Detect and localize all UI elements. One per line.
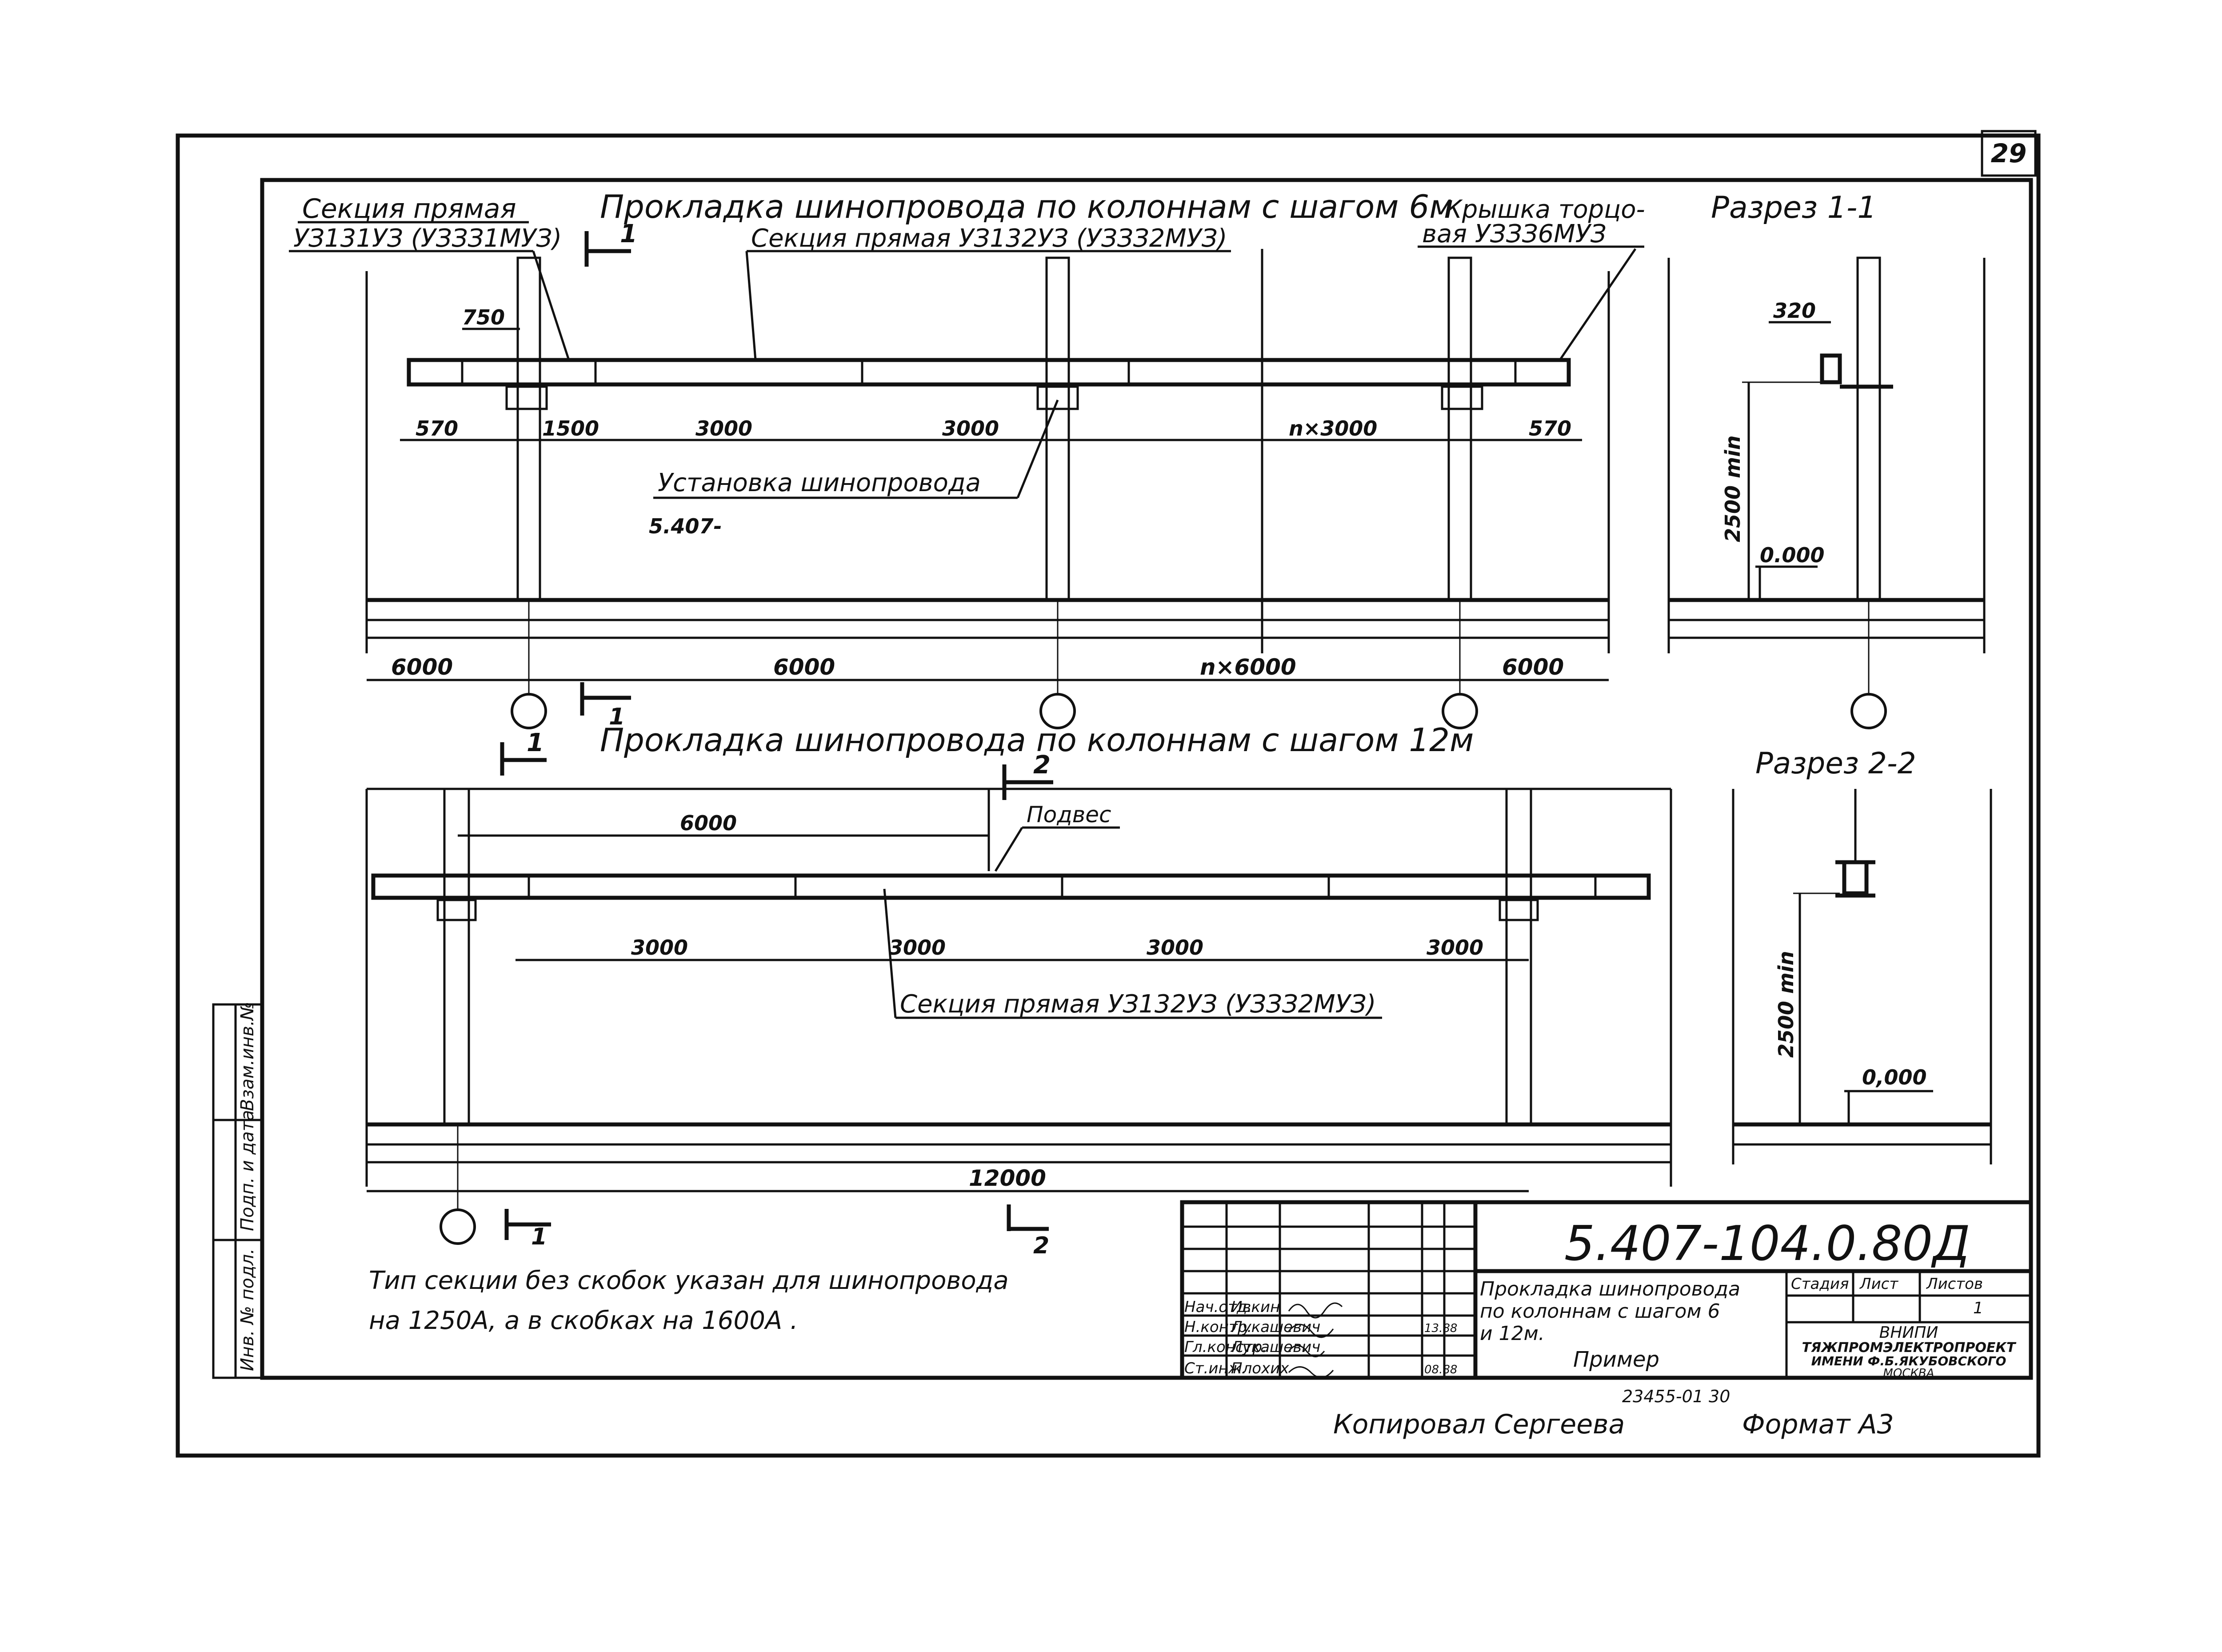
section-1-dim-2500: 2500 min [1721, 436, 1745, 543]
tb-org-2: ТЯЖПРОМЭЛЕКТРОПРОЕКТ [1802, 1340, 2017, 1356]
top-view: Прокладка шинопровода по колоннам с шаго… [289, 188, 1645, 730]
tb-col-stage: Стадия [1791, 1275, 1849, 1293]
tb-role-2: Н.контр. [1184, 1318, 1252, 1336]
label-section-straight-1b: УЗ131УЗ (УЗЗЗ1МУЗ) [293, 224, 562, 253]
tb-col-sheet: Лист [1859, 1275, 1898, 1293]
axis-bubble [440, 1208, 476, 1245]
inner-frame [260, 178, 2033, 1380]
tb-desc-1: Прокладка шинопровода [1480, 1278, 1740, 1300]
doc-code: 5.407-104.0.80Д [1564, 1216, 1970, 1272]
bottom-dim-3000-d: 3000 [1427, 936, 1483, 960]
section-2-level: 0,000 [1862, 1065, 1927, 1089]
axis-bubble [1442, 693, 1478, 729]
top-dim-n6000: n×6000 [1200, 654, 1296, 680]
note-line-2: на 1250А, а в скобках на 1600А . [369, 1306, 798, 1335]
label-section-straight-2: Секция прямая УЗ132УЗ (УЗЗЗ2МУЗ) [751, 224, 1227, 253]
dim-570-left: 570 [416, 416, 458, 440]
top-dim-6000-b: 6000 [773, 654, 835, 680]
axis-bubble [1039, 693, 1076, 729]
top-view-title: Прокладка шинопровода по колоннам с шаго… [600, 188, 1453, 225]
bottom-dim-6000: 6000 [680, 811, 737, 835]
dim-570-right: 570 [1529, 416, 1571, 440]
top-dim-3000-a: 3000 [695, 416, 752, 440]
tb-date-4: 08.88 [1424, 1363, 1457, 1376]
tb-org-1: ВНИПИ [1879, 1324, 1938, 1342]
top-busbar [407, 358, 1571, 387]
archive-no: 23455-01 30 [1622, 1387, 1730, 1406]
label-section-straight-bottom: Секция прямая УЗ132УЗ (УЗЗЗ2МУЗ) [900, 990, 1376, 1019]
label-hanger: Подвес [1027, 802, 1111, 828]
bottom-cut-mark-2-lower: 2 [1033, 1232, 1049, 1259]
title-block: Нач.отд. Н.контр. Гл.констр. Ст.инж. Ивк… [1180, 1200, 2033, 1380]
top-dim-n3000: n×3000 [1289, 416, 1377, 440]
top-cut-mark-label: 1 [620, 220, 637, 248]
dim-750: 750 [462, 305, 505, 329]
section-1-1: Разрез 1-1 320 2500 min 0.000 [1667, 190, 1986, 729]
label-install-1: Установка шинопровода [658, 468, 981, 497]
top-dim-3000-b: 3000 [942, 416, 999, 440]
note-line-1: Тип секции без скобок указан для шинопро… [369, 1266, 1009, 1295]
bottom-view-title: Прокладка шинопровода по колоннам с шаго… [600, 721, 1474, 759]
copied-by: Копировал Сергеева [1333, 1409, 1625, 1440]
section-1-dim-320: 320 [1773, 299, 1816, 323]
tb-name-2: Лукашевич [1230, 1318, 1320, 1336]
tb-desc-2: по колоннам с шагом 6 [1480, 1300, 1720, 1323]
side-stamp-cell-3: Инв. № подл. [237, 1248, 258, 1371]
label-end-cap-1: Крышка торцо- [1444, 195, 1645, 224]
bottom-dim-3000-c: 3000 [1147, 936, 1203, 960]
top-cut-mark-bottom: 1 [609, 704, 625, 730]
label-section-straight-1: Секция прямая [302, 193, 516, 224]
tb-date-2: 13.88 [1424, 1322, 1457, 1335]
top-columns [516, 249, 1472, 653]
outer-frame [176, 133, 2041, 1458]
tb-sheets-value: 1 [1973, 1299, 1983, 1317]
tb-name-3: Лукашевич [1230, 1338, 1320, 1356]
tb-role-3: Гл.констр. [1184, 1338, 1267, 1356]
section-1-level: 0.000 [1760, 543, 1825, 567]
section-2-2: Разрез 2-2 2500 min 0,000 [1732, 746, 1992, 1164]
tb-desc-4: Пример [1573, 1347, 1659, 1372]
tb-role-1: Нач.отд. [1184, 1298, 1252, 1316]
tb-org-3: ИМЕНИ Ф.Б.ЯКУБОВСКОГО [1811, 1354, 2006, 1368]
dim-1500: 1500 [542, 416, 599, 440]
tb-org-4: МОСКВА [1883, 1367, 1934, 1380]
label-install-2: 5.407- [649, 514, 722, 538]
section-2-dim-2500: 2500 min [1774, 951, 1798, 1058]
bottom-view: Прокладка шинопровода по колоннам с шаго… [365, 721, 1672, 1259]
label-end-cap-2: вая УЗЗЗ6МУЗ [1422, 220, 1607, 248]
bottom-busbar [371, 873, 1651, 900]
tb-name-1: Ивкин [1231, 1298, 1280, 1316]
sheet-number: 29 [1991, 138, 2027, 168]
bottom-cut-mark-1-lower: 1 [531, 1224, 547, 1250]
format-label: Формат А3 [1742, 1409, 1894, 1440]
tb-role-4: Ст.инж. [1184, 1360, 1247, 1377]
bottom-cut-mark-2: 2 [1033, 751, 1051, 780]
bottom-cut-mark-1: 1 [527, 728, 544, 757]
tb-col-sheets: Листов [1926, 1275, 1983, 1293]
note: Тип секции без скобок указан для шинопро… [369, 1266, 1009, 1335]
sheet-number-box [1981, 130, 2037, 177]
bottom-dim-3000-a: 3000 [631, 936, 688, 960]
top-dim-6000-a: 6000 [391, 654, 453, 680]
side-stamp: Взам.инв.№ Подп. и дата Инв. № подл. [212, 1002, 264, 1379]
top-dim-6000-c: 6000 [1502, 654, 1564, 680]
axis-bubble [1850, 693, 1887, 729]
side-stamp-cell-1: Взам.инв.№ [237, 1002, 258, 1111]
bottom-dim-3000-b: 3000 [889, 936, 946, 960]
tb-name-4: Плохих [1231, 1360, 1289, 1377]
section-1-title: Разрез 1-1 [1711, 190, 1877, 225]
side-stamp-cell-2: Подп. и дата [237, 1110, 258, 1231]
axis-bubble [511, 693, 547, 729]
section-2-title: Разрез 2-2 [1755, 746, 1916, 780]
tb-desc-3: и 12м. [1480, 1322, 1545, 1345]
bottom-dim-12000: 12000 [969, 1165, 1046, 1191]
